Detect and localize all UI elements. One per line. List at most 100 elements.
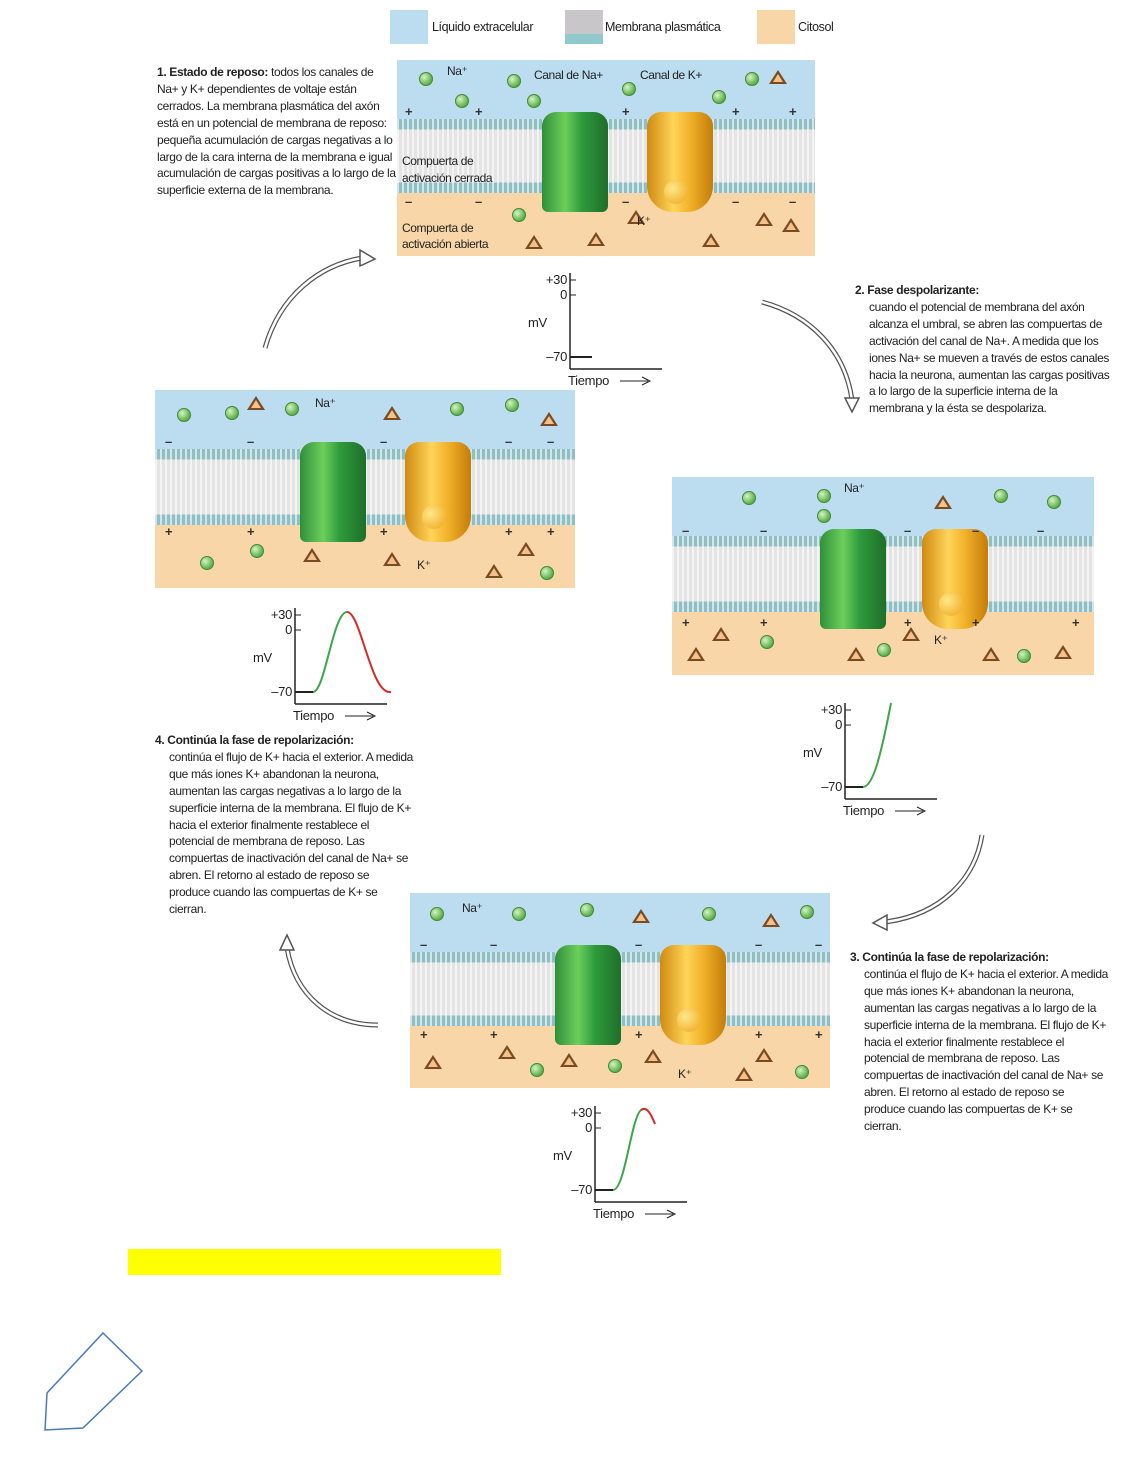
- sodium-ion-icon: [540, 566, 554, 580]
- potassium-ion-icon: [540, 412, 558, 426]
- y-tick-label: +30: [821, 702, 842, 717]
- pencil-shape-icon[interactable]: [40, 1328, 150, 1438]
- cycle-arrows: [262, 248, 985, 1028]
- potassium-label: K⁺: [637, 214, 651, 228]
- charge-sign: –: [755, 937, 763, 952]
- sodium-ion-icon: [1047, 495, 1061, 509]
- sodium-ion-icon: [817, 489, 831, 503]
- sodium-ion-icon: [1017, 649, 1031, 663]
- time-arrow-icon: [345, 711, 377, 721]
- potassium-ion-icon: [847, 647, 865, 661]
- potassium-ion-icon: [525, 235, 543, 249]
- step-3-description: 3. Continúa la fase de repolarización:co…: [850, 949, 1108, 1135]
- step-body: continúa el flujo de K+ hacia el exterio…: [169, 749, 413, 917]
- potassium-ion-icon: [303, 548, 321, 562]
- potassium-ion-icon: [687, 647, 705, 661]
- sodium-ion-icon: [512, 208, 526, 222]
- step-body: cuando el potencial de membrana del axón…: [869, 299, 1110, 416]
- potential-trace-repolarizing: [640, 1108, 656, 1125]
- charge-sign: +: [972, 615, 980, 630]
- arrowhead-icon: [359, 248, 377, 268]
- potential-trace-depolarizing: [612, 1109, 642, 1191]
- time-arrow-icon: [645, 1209, 677, 1219]
- sodium-ion-icon: [419, 72, 433, 86]
- potential-trace-depolarizing: [862, 702, 892, 788]
- legend-label: Líquido extracelular: [432, 20, 534, 34]
- y-axis-label: mV: [253, 650, 273, 665]
- y-axis-label: mV: [803, 745, 823, 760]
- charge-sign: +: [165, 524, 173, 539]
- charge-sign: +: [732, 104, 740, 119]
- y-tick-label: 0: [585, 1120, 592, 1135]
- y-tick-label: 0: [560, 287, 567, 302]
- closed-gate-label-line1: Compuerta de: [402, 154, 474, 168]
- charge-sign: –: [165, 434, 173, 449]
- sodium-ion-icon: [994, 489, 1008, 503]
- potassium-inactivation-ball: [939, 592, 963, 616]
- step-2-description: 2. Fase despolarizante: cuando el potenci…: [855, 282, 1113, 417]
- charge-sign: +: [815, 1027, 823, 1042]
- extracellular-fluid: [672, 477, 1094, 545]
- charge-sign: +: [405, 104, 413, 119]
- charge-sign: +: [247, 524, 255, 539]
- closed-gate-label-line2: activación cerrada: [402, 171, 493, 185]
- potassium-ion-icon: [934, 495, 952, 509]
- charge-sign: –: [1037, 523, 1045, 538]
- extracellular-fluid: [410, 893, 830, 960]
- time-arrow-icon: [895, 806, 927, 816]
- potassium-ion-icon: [247, 396, 265, 410]
- sodium-ion-icon: [285, 402, 299, 416]
- arrow-2-to-3: [884, 834, 985, 925]
- sodium-channel: [542, 112, 608, 212]
- open-gate-label-line1: Compuerta de: [402, 221, 474, 235]
- sodium-ion-icon: [877, 643, 891, 657]
- step-4-description: 4. Continúa la fase de repolarización:co…: [155, 732, 413, 918]
- potassium-ion-icon: [632, 909, 650, 923]
- charge-sign: –: [247, 434, 255, 449]
- charge-sign: +: [635, 1027, 643, 1042]
- charge-sign: +: [380, 524, 388, 539]
- charge-sign: +: [547, 524, 555, 539]
- sodium-ion-icon: [530, 1063, 544, 1077]
- y-tick-label: –70: [271, 684, 292, 699]
- step-title: 2. Fase despolarizante:: [855, 283, 979, 297]
- sodium-ion-icon: [430, 907, 444, 921]
- potassium-ion-icon: [755, 212, 773, 226]
- sodium-ion-icon: [250, 544, 264, 558]
- potassium-ion-icon: [498, 1045, 516, 1059]
- charge-sign: +: [755, 1027, 763, 1042]
- y-tick-label: 0: [285, 622, 292, 637]
- sodium-ion-icon: [742, 491, 756, 505]
- potassium-ion-icon: [1054, 645, 1072, 659]
- charge-sign: –: [505, 434, 513, 449]
- potassium-ion-icon: [782, 218, 800, 232]
- step-1-description: 1. Estado de reposo: todos los canales d…: [157, 64, 397, 199]
- potassium-channel-label: Canal de K+: [640, 68, 702, 82]
- charge-sign: –: [732, 194, 740, 209]
- sodium-label: Na⁺: [844, 481, 865, 495]
- potassium-ion-icon: [424, 1055, 442, 1069]
- legend-swatch-membrane: [565, 10, 603, 44]
- legend-swatch-extracellular: [390, 10, 428, 44]
- potassium-label: K⁺: [678, 1067, 692, 1081]
- arrow-1-to-2: [761, 299, 855, 401]
- potential-trace-depolarizing: [312, 611, 348, 693]
- sodium-channel: [300, 442, 366, 542]
- sodium-ion-icon: [507, 74, 521, 88]
- arrow-4-to-1: [262, 255, 363, 349]
- y-tick-label: 0: [835, 717, 842, 732]
- y-tick-label: +30: [571, 1105, 592, 1120]
- charge-sign: –: [547, 434, 555, 449]
- potassium-inactivation-ball: [422, 505, 446, 529]
- potassium-ion-icon: [735, 1067, 753, 1081]
- potassium-ion-icon: [755, 1048, 773, 1062]
- sodium-label: Na⁺: [315, 396, 336, 410]
- y-tick-label: –70: [546, 349, 567, 364]
- potassium-ion-icon: [383, 552, 401, 566]
- sodium-ion-icon: [702, 907, 716, 921]
- sodium-channel: [555, 945, 621, 1045]
- potassium-ion-icon: [383, 406, 401, 420]
- potassium-ion-icon: [517, 542, 535, 556]
- sodium-ion-icon: [505, 398, 519, 412]
